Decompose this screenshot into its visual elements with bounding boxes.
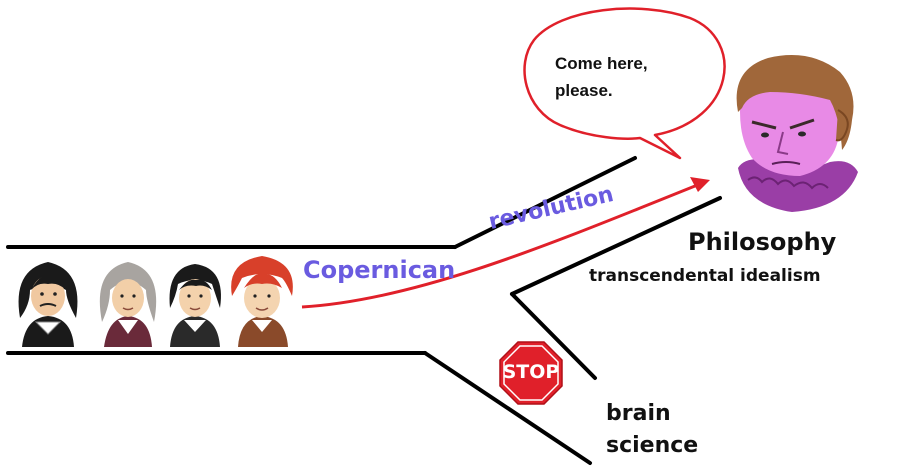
newton-eye-right bbox=[132, 294, 136, 298]
hume-mouth bbox=[255, 307, 269, 311]
lower-branch-outer-edge bbox=[423, 351, 592, 465]
speech-bubble-shape bbox=[523, 7, 726, 160]
newton-face bbox=[112, 279, 144, 317]
hume-face bbox=[244, 278, 280, 318]
kant-brow-left bbox=[751, 120, 777, 130]
descartes-eye-left bbox=[40, 292, 44, 296]
stop-sign bbox=[499, 341, 563, 405]
kant-figure bbox=[736, 55, 858, 212]
copernican-label: Copernican bbox=[303, 256, 456, 284]
kant-hair bbox=[736, 55, 854, 150]
descartes-fringe bbox=[31, 275, 66, 290]
kant-scarf-texture bbox=[747, 176, 829, 190]
descartes-face bbox=[31, 276, 65, 316]
hume-hair bbox=[231, 256, 293, 296]
leibniz-figure bbox=[169, 264, 221, 347]
leibniz-collar bbox=[184, 320, 206, 332]
leibniz-eye-left bbox=[187, 294, 191, 298]
road-lines bbox=[6, 156, 722, 465]
hume-figure bbox=[231, 256, 293, 347]
brain-science-label: brain science bbox=[606, 398, 698, 462]
lower-branch-inner-edge bbox=[510, 292, 597, 380]
speech-bubble-line-2: please. bbox=[555, 81, 613, 100]
newton-eye-left bbox=[120, 294, 124, 298]
newton-hair bbox=[99, 262, 157, 322]
leibniz-eye-right bbox=[199, 294, 203, 298]
arrow-head bbox=[690, 177, 710, 192]
kant-mouth bbox=[771, 161, 801, 165]
stop-sign-octagon bbox=[499, 341, 563, 405]
hume-collar bbox=[252, 320, 272, 332]
leibniz-face bbox=[179, 279, 211, 317]
kant-scarf bbox=[738, 159, 858, 212]
kant-nose bbox=[776, 131, 789, 155]
brain-science-line-2: science bbox=[606, 433, 699, 458]
upper-branch-bottom-edge bbox=[510, 196, 722, 296]
newton-figure bbox=[99, 262, 157, 347]
descartes-hair bbox=[18, 262, 78, 318]
hume-eye-right bbox=[267, 294, 271, 298]
leibniz-fringe bbox=[179, 279, 212, 290]
stop-sign-inner-border bbox=[503, 345, 559, 401]
transcendental-idealism-label: transcendental idealism bbox=[589, 266, 821, 286]
speech-bubble-line-1: Come here, bbox=[555, 54, 648, 73]
upper-branch-top-edge bbox=[453, 156, 637, 249]
stop-sign-text: STOP bbox=[502, 361, 560, 383]
hume-body bbox=[238, 316, 288, 347]
leibniz-mouth bbox=[189, 307, 201, 311]
kant-hair-curl bbox=[835, 109, 849, 142]
hume-eye-left bbox=[253, 294, 257, 298]
descartes-collar bbox=[34, 321, 62, 335]
brain-science-line-1: brain bbox=[606, 401, 671, 426]
philosophy-label: Philosophy bbox=[688, 228, 837, 256]
arrow-shaft bbox=[301, 182, 701, 309]
kant-eye-right bbox=[798, 131, 806, 137]
newton-collar bbox=[118, 320, 138, 334]
descartes-figure bbox=[18, 262, 78, 347]
descartes-eye-right bbox=[53, 292, 57, 296]
revolution-arrow bbox=[301, 177, 710, 309]
speech-bubble-text: Come here, please. bbox=[555, 50, 648, 104]
leibniz-hair bbox=[169, 264, 221, 308]
descartes-mustache bbox=[39, 303, 57, 307]
newton-mouth bbox=[122, 307, 134, 311]
hume-fringe bbox=[244, 273, 282, 288]
speech-bubble bbox=[523, 7, 726, 160]
kant-brow-right bbox=[789, 118, 815, 130]
kant-eye-left bbox=[761, 132, 769, 138]
